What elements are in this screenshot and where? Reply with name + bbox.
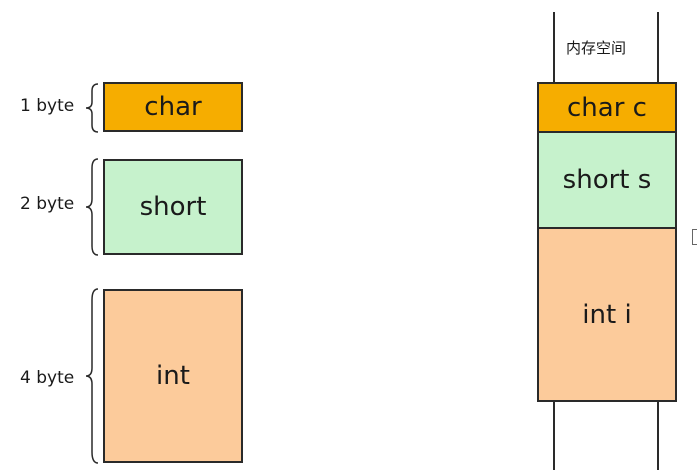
size-label-short: 2 byte bbox=[20, 194, 75, 214]
memory-right-wall-bottom bbox=[657, 400, 659, 470]
edge-marker bbox=[692, 229, 697, 245]
memory-cell-short: short s bbox=[537, 131, 677, 229]
memory-cell-int: int i bbox=[537, 227, 677, 402]
memory-cell-char: char c bbox=[537, 82, 677, 133]
int-box-label: int bbox=[156, 361, 190, 391]
size-label-int: 4 byte bbox=[20, 368, 75, 388]
memory-cell-char-label: char c bbox=[567, 92, 647, 123]
brace-char bbox=[85, 83, 99, 133]
short-box-label: short bbox=[139, 192, 207, 222]
memory-left-wall-bottom bbox=[553, 400, 555, 470]
brace-short bbox=[85, 158, 99, 256]
brace-int bbox=[85, 288, 99, 464]
memory-left-wall-top bbox=[553, 12, 555, 84]
size-label-char: 1 byte bbox=[20, 96, 75, 116]
memory-space-label: 内存空间 bbox=[566, 39, 627, 57]
memory-cell-int-label: int i bbox=[582, 299, 632, 330]
memory-cell-short-label: short s bbox=[562, 165, 652, 195]
char-box-label: char bbox=[144, 92, 202, 122]
int-box: int bbox=[103, 289, 243, 463]
char-box: char bbox=[103, 82, 243, 132]
memory-right-wall-top bbox=[657, 12, 659, 84]
short-box: short bbox=[103, 159, 243, 255]
